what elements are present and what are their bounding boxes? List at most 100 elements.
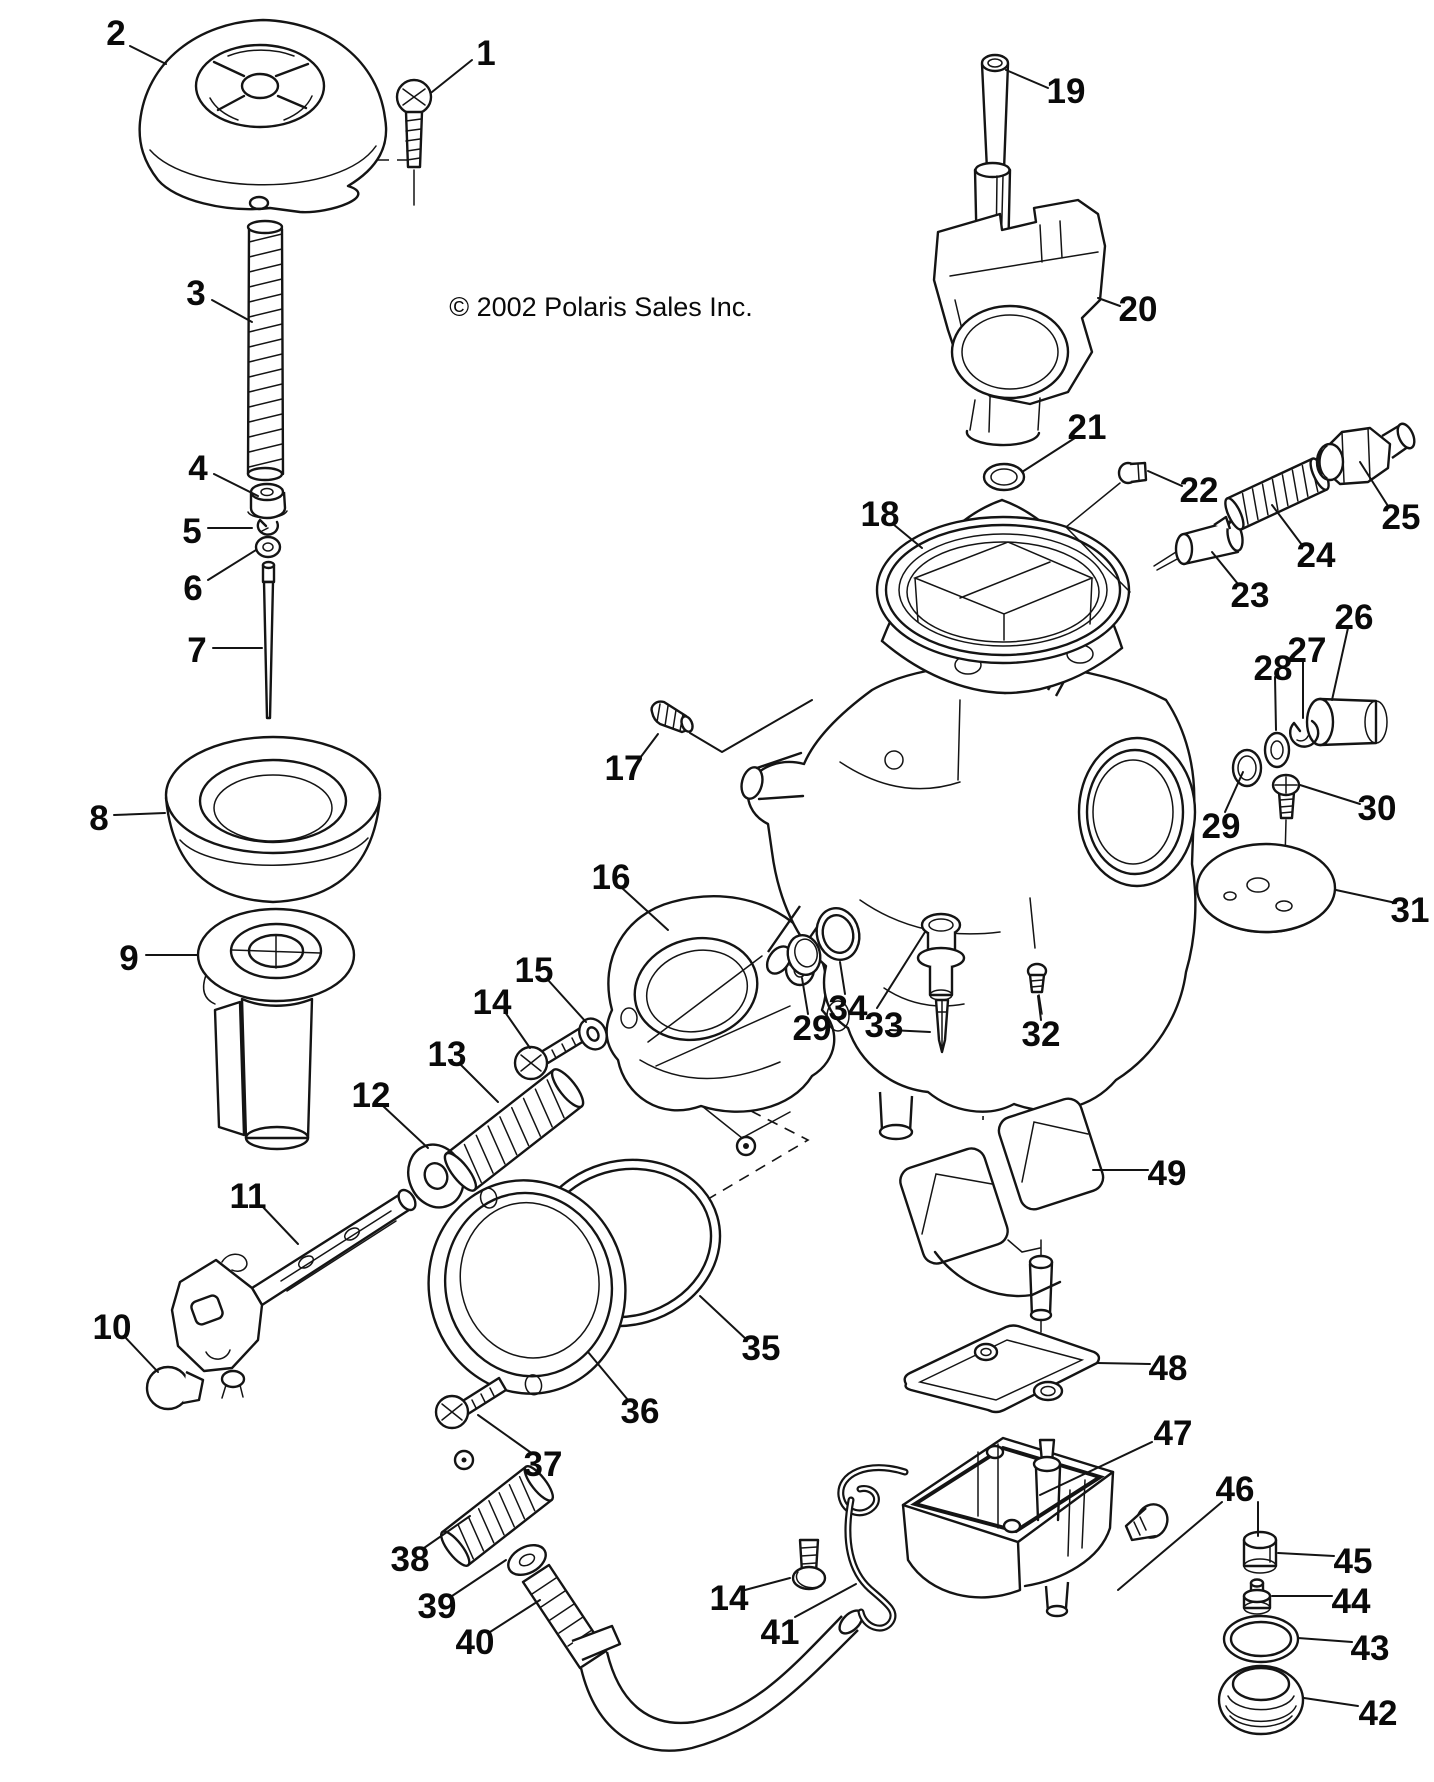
- callout-20: 20: [1119, 290, 1158, 329]
- callout-labels: 1 2 3 4 5 6 7 8 9 10 11 12 13 14 15 16 1…: [89, 14, 1429, 1733]
- callout-29-right: 29: [1202, 807, 1241, 846]
- callout-25: 25: [1382, 498, 1421, 537]
- callout-24: 24: [1297, 536, 1336, 575]
- callout-26: 26: [1335, 598, 1374, 637]
- part-e-clip-5: [256, 518, 279, 536]
- callout-46: 46: [1216, 1470, 1255, 1509]
- callout-4: 4: [188, 449, 208, 488]
- callout-21: 21: [1068, 408, 1107, 447]
- callout-5: 5: [182, 512, 201, 551]
- part-cable-adjuster-25: [1315, 422, 1416, 486]
- callout-34: 34: [829, 989, 868, 1028]
- callout-13: 13: [428, 1035, 467, 1074]
- part-seal-29-right: [1231, 748, 1263, 788]
- callout-2: 2: [106, 14, 125, 53]
- leader-lines: [113, 45, 1397, 1707]
- callout-40: 40: [456, 1623, 495, 1662]
- callout-36: 36: [621, 1392, 660, 1431]
- part-spring-3: [246, 219, 285, 482]
- callout-39: 39: [418, 1587, 457, 1626]
- callout-43: 43: [1351, 1629, 1390, 1668]
- callout-8: 8: [89, 799, 108, 838]
- callout-42: 42: [1359, 1694, 1398, 1733]
- part-seat-cup-4: [247, 482, 288, 520]
- callout-41: 41: [761, 1613, 800, 1652]
- callout-37: 37: [524, 1445, 563, 1484]
- part-diaphragm-8: [164, 735, 382, 904]
- part-float-bowl-47: [901, 1436, 1115, 1618]
- part-spring-24: [1224, 457, 1330, 531]
- part-throttle-shaft-11: [170, 1188, 417, 1399]
- callout-15: 15: [515, 951, 554, 990]
- part-e-clip-27: [1289, 719, 1320, 748]
- callout-14-upper: 14: [473, 983, 512, 1022]
- callout-9: 9: [119, 939, 138, 978]
- callout-47: 47: [1154, 1414, 1193, 1453]
- part-cover-cap-2: [138, 18, 388, 214]
- part-set-screw-17: [650, 700, 694, 734]
- callout-10: 10: [93, 1308, 132, 1347]
- callout-3: 3: [186, 274, 205, 313]
- callout-35: 35: [742, 1329, 781, 1368]
- part-plunger-23: [1153, 515, 1244, 571]
- part-o-ring-21: [982, 462, 1026, 492]
- part-jet-needle-7: [261, 560, 276, 720]
- callout-14-lower: 14: [710, 1579, 749, 1618]
- callout-33: 33: [865, 1006, 904, 1045]
- callout-48: 48: [1149, 1349, 1188, 1388]
- callout-16: 16: [592, 858, 631, 897]
- part-screw-37: [434, 1376, 508, 1430]
- part-disc-31: [1195, 842, 1337, 934]
- part-o-ring-43: [1222, 1614, 1300, 1664]
- callout-1: 1: [476, 34, 495, 73]
- callout-17: 17: [605, 749, 644, 788]
- part-plug-22: [1117, 461, 1148, 485]
- part-cable-40: [521, 1563, 864, 1752]
- callout-31: 31: [1391, 891, 1430, 930]
- part-screw-14-lower: [791, 1538, 827, 1591]
- callout-29-left: 29: [793, 1009, 832, 1048]
- callout-44: 44: [1332, 1582, 1371, 1621]
- callout-11: 11: [230, 1177, 267, 1216]
- part-drain-screw-46: [1124, 1503, 1169, 1542]
- part-chamber-cover-36: [427, 1179, 627, 1396]
- callout-32: 32: [1022, 1015, 1061, 1054]
- part-bowl-gasket-48: [903, 1324, 1101, 1414]
- part-cup-45: [1242, 1530, 1278, 1574]
- part-washer-28: [1263, 731, 1291, 769]
- part-spring-38: [439, 1449, 555, 1567]
- callout-30: 30: [1358, 789, 1397, 828]
- callout-38: 38: [391, 1540, 430, 1579]
- part-washer-6: [254, 535, 282, 559]
- part-washer-39: [507, 1543, 547, 1577]
- part-drain-plug-42: [1217, 1664, 1305, 1736]
- callout-28: 28: [1254, 649, 1293, 688]
- part-screw-32: [1026, 897, 1048, 1015]
- part-throttle-slide-20: [932, 198, 1107, 447]
- part-spring-13: [443, 1068, 585, 1192]
- callout-49: 49: [1148, 1154, 1187, 1193]
- part-plug-10: [145, 1365, 205, 1411]
- callout-6: 6: [183, 569, 202, 608]
- callout-23: 23: [1231, 576, 1270, 615]
- callout-27: 27: [1288, 631, 1327, 670]
- callout-12: 12: [352, 1076, 391, 1115]
- callout-18: 18: [861, 495, 900, 534]
- part-main-body-18: [740, 498, 1197, 1141]
- part-seal-29-left: [786, 934, 822, 976]
- part-o-ring-34: [815, 907, 861, 961]
- copyright-text: © 2002 Polaris Sales Inc.: [449, 292, 753, 322]
- part-wire-clip-41: [837, 1464, 909, 1632]
- part-float-49: [899, 1097, 1105, 1333]
- part-screw-1: [395, 78, 433, 169]
- callout-45: 45: [1334, 1542, 1373, 1581]
- part-slide-9: [196, 907, 356, 1151]
- part-washer-15: [578, 1017, 608, 1051]
- callout-22: 22: [1180, 471, 1219, 510]
- part-valve-seat-44: [1242, 1578, 1272, 1615]
- callout-7: 7: [187, 631, 206, 670]
- callout-19: 19: [1047, 72, 1086, 111]
- part-boot-26: [1305, 697, 1388, 747]
